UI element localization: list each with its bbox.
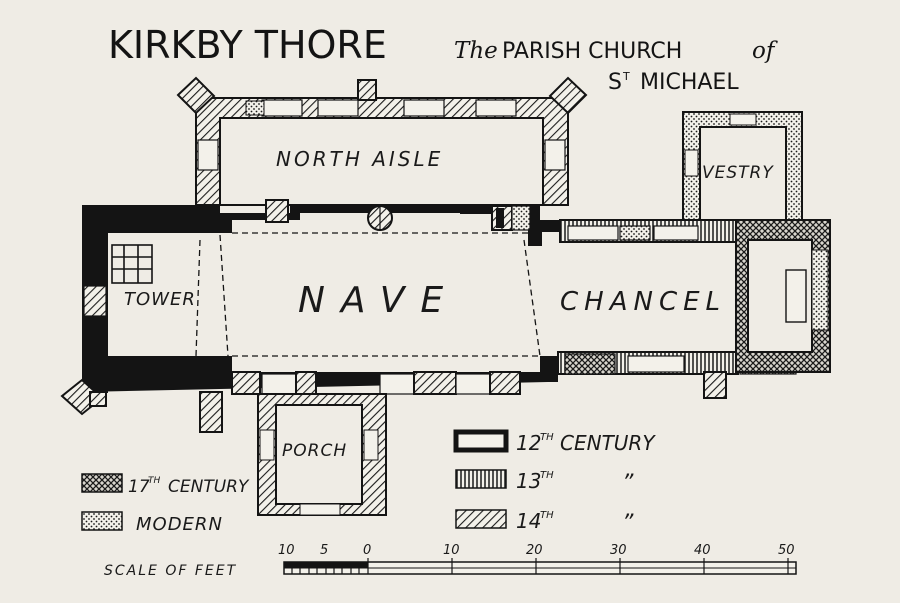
legend-14th-swatch bbox=[455, 509, 507, 529]
legend-17th-swatch bbox=[81, 473, 123, 493]
dashed-lines bbox=[195, 232, 541, 357]
arcade-piers bbox=[265, 199, 531, 231]
north-aisle-walls bbox=[176, 76, 588, 206]
tower-staircase bbox=[111, 244, 153, 284]
title-of: of bbox=[752, 38, 778, 64]
nave-south-windows bbox=[231, 371, 521, 395]
label-nave: NAVE bbox=[298, 280, 459, 321]
legend-12th-sup: TH bbox=[540, 432, 554, 443]
legend-12th-num: 12 bbox=[516, 431, 541, 455]
title-the: The bbox=[454, 38, 498, 64]
label-tower: TOWER bbox=[124, 289, 196, 310]
legend-13th-num: 13 bbox=[516, 469, 541, 493]
legend-12th-text: CENTURY bbox=[560, 431, 656, 455]
legend-modern-text: MODERN bbox=[136, 514, 223, 535]
legend-17th-text: CENTURY bbox=[168, 477, 250, 497]
legend-17th-sup: TH bbox=[148, 476, 160, 486]
title-saint-name: MICHAEL bbox=[640, 70, 739, 95]
porch-walls bbox=[257, 393, 387, 516]
scale-tick-0: 0 bbox=[363, 543, 371, 558]
scale-tick-30: 30 bbox=[610, 543, 627, 558]
scale-tick-10: 10 bbox=[443, 543, 460, 558]
title-saint-sup: T bbox=[622, 70, 630, 83]
legend-13th-sup: TH bbox=[540, 470, 554, 481]
scale-tick-5: 5 bbox=[320, 543, 328, 558]
legend-17th-num: 17 bbox=[128, 477, 150, 497]
legend-13th-ditto: ” bbox=[622, 471, 634, 496]
scale-tick-20: 20 bbox=[526, 543, 543, 558]
scale-tick-10-left: 10 bbox=[278, 543, 295, 558]
title-saint-prefix: S bbox=[608, 70, 622, 95]
label-porch: PORCH bbox=[282, 441, 347, 461]
legend-modern-swatch bbox=[81, 511, 123, 531]
scale-tick-40: 40 bbox=[694, 543, 711, 558]
scale-tick-50: 50 bbox=[778, 543, 795, 558]
title-parish-church: PARISH CHURCH bbox=[502, 39, 682, 64]
vestry-walls bbox=[682, 111, 803, 221]
label-chancel: CHANCEL bbox=[560, 287, 726, 317]
legend-13th-swatch bbox=[455, 469, 507, 489]
scale-label: SCALE OF FEET bbox=[104, 563, 237, 579]
legend-12th-swatch bbox=[453, 429, 509, 453]
legend-14th-ditto: ” bbox=[622, 511, 634, 536]
title-main: KIRKBY THORE bbox=[108, 23, 387, 67]
chancel-walls bbox=[548, 219, 831, 399]
legend: 12 TH CENTURY 13 TH ” 14 TH ” 17 TH CENT… bbox=[81, 429, 656, 536]
label-vestry: VESTRY bbox=[702, 163, 774, 183]
legend-14th-sup: TH bbox=[540, 510, 554, 521]
label-north-aisle: NORTH AISLE bbox=[276, 147, 443, 171]
scale-bar: SCALE OF FEET 10 5 0 10 20 30 40 bbox=[104, 543, 797, 579]
legend-14th-num: 14 bbox=[516, 509, 541, 533]
